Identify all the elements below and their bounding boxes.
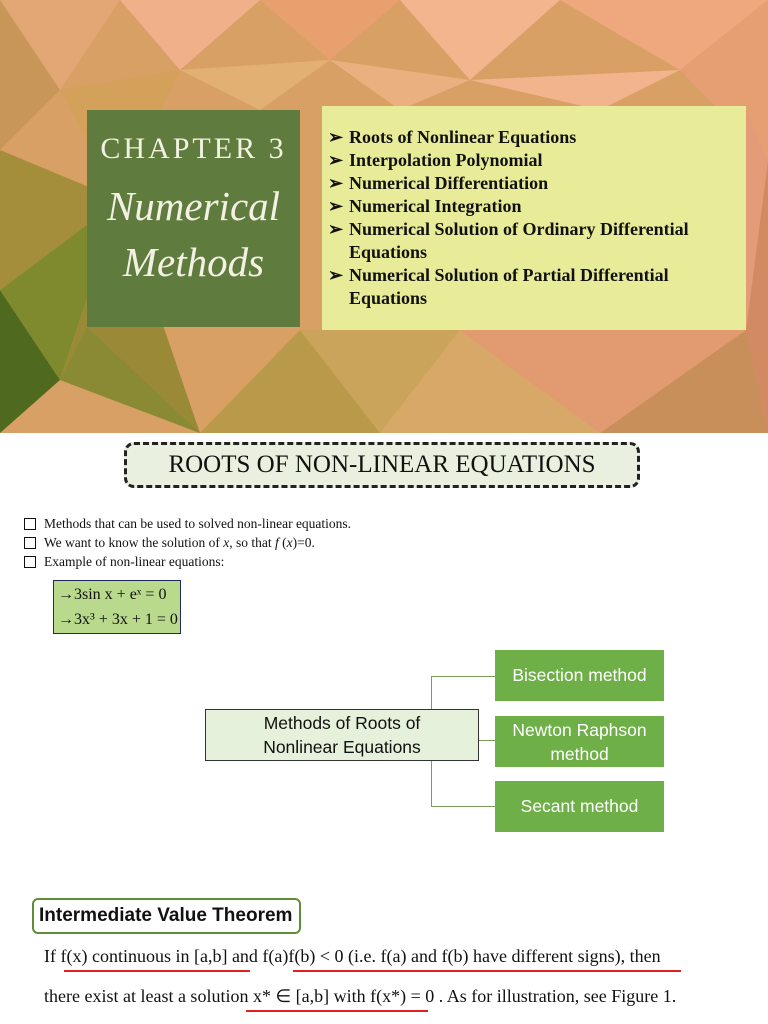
arrowhead-icon: ➢	[328, 127, 344, 147]
chapter-title: Numerical Methods	[87, 178, 300, 290]
equation-2: →3x³ + 3x + 1 = 0	[58, 611, 178, 628]
method-newton-raphson: Newton Raphson method	[495, 716, 664, 767]
underline-3	[246, 1010, 428, 1012]
bullet-list: Methods that can be used to solved non-l…	[24, 514, 351, 571]
chapter-title-line2: Methods	[122, 239, 265, 285]
arrowhead-icon: ➢	[328, 265, 344, 285]
checkbox-square-icon	[24, 556, 36, 568]
ivt-text-line1: If f(x) continuous in [a,b] and f(a)f(b)…	[44, 946, 661, 966]
section-heading: ROOTS OF NON-LINEAR EQUATIONS	[124, 442, 640, 488]
checkbox-square-icon	[24, 537, 36, 549]
bullet-item: Example of non-linear equations:	[24, 552, 351, 571]
arrowhead-icon: ➢	[328, 173, 344, 193]
diagram-root-box: Methods of Roots of Nonlinear Equations	[205, 709, 479, 761]
chapter-title-box: CHAPTER 3 Numerical Methods	[87, 110, 300, 327]
topic-list-box: ➢Roots of Nonlinear Equations ➢Interpola…	[322, 106, 746, 330]
arrowhead-icon: ➢	[328, 219, 344, 239]
bullet-item: We want to know the solution of x, so th…	[24, 533, 351, 552]
polygon-background	[0, 0, 768, 433]
chapter-number: CHAPTER 3	[100, 132, 287, 165]
underline-2	[293, 970, 681, 972]
topic-list: ➢Roots of Nonlinear Equations ➢Interpola…	[328, 126, 732, 310]
connector-top	[431, 676, 495, 677]
arrowhead-icon: ➢	[328, 196, 344, 216]
underline-1	[64, 970, 250, 972]
checkbox-square-icon	[24, 518, 36, 530]
method-secant: Secant method	[495, 781, 664, 832]
topic-item: ➢Interpolation Polynomial	[328, 150, 543, 170]
chapter-banner	[0, 0, 768, 433]
ivt-title-box: Intermediate Value Theorem	[32, 898, 301, 934]
method-bisection: Bisection method	[495, 650, 664, 701]
connector-bottom	[431, 806, 495, 807]
topic-item: ➢Numerical Solution of Partial Different…	[328, 265, 669, 308]
equation-1: →3sin x + eˣ = 0	[58, 586, 167, 603]
arrowhead-icon: ➢	[328, 150, 344, 170]
topic-item: ➢Numerical Solution of Ordinary Differen…	[328, 219, 689, 262]
chapter-title-line1: Numerical	[106, 183, 281, 229]
equation-example-box: →3sin x + eˣ = 0 →3x³ + 3x + 1 = 0	[53, 580, 181, 634]
ivt-text-line2: there exist at least a solution x* ∈ [a,…	[44, 986, 677, 1006]
topic-item: ➢Numerical Integration	[328, 196, 522, 216]
topic-item: ➢Roots of Nonlinear Equations	[328, 127, 577, 147]
topic-item: ➢Numerical Differentiation	[328, 173, 549, 193]
bullet-item: Methods that can be used to solved non-l…	[24, 514, 351, 533]
